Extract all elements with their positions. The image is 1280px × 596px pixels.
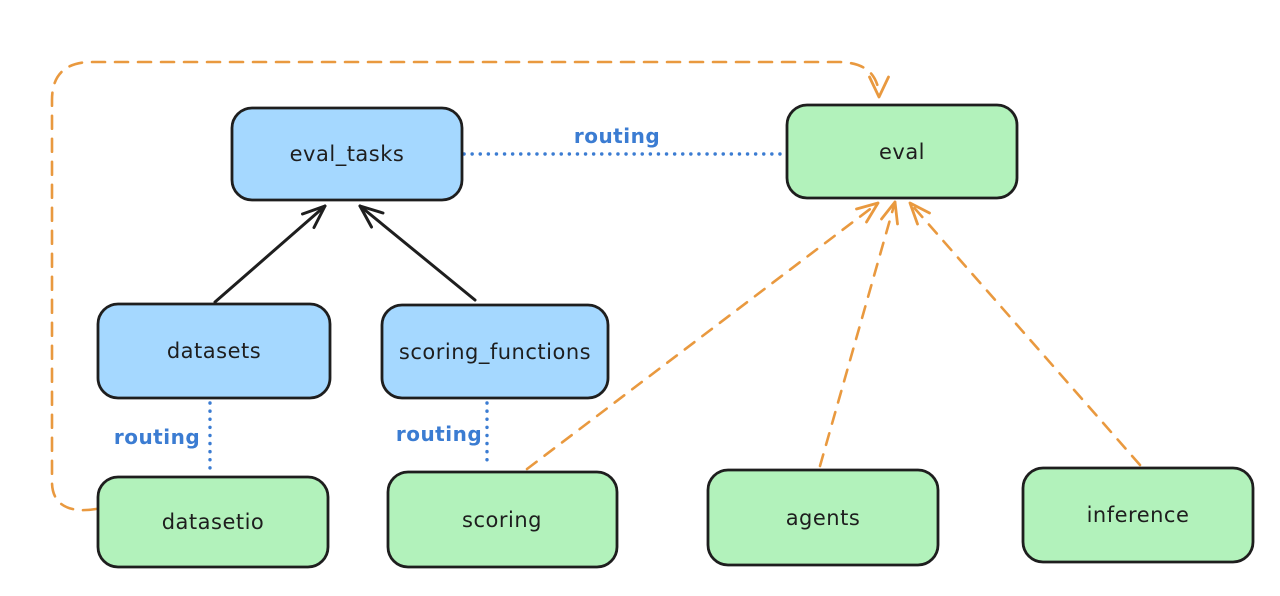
node-datasets: datasets (96, 302, 332, 400)
edge-datasets-to-eval-tasks-arrowhead (301, 204, 327, 229)
node-agents-box (706, 468, 940, 567)
node-datasetio-label: datasetio (162, 510, 265, 534)
node-eval-tasks-box (230, 106, 464, 202)
node-scoring-label: scoring (462, 508, 542, 532)
node-inference-label: inference (1087, 503, 1190, 527)
edge-scoring-to-eval (525, 201, 880, 471)
node-agents: agents (706, 468, 940, 567)
node-scoring: scoring (386, 470, 619, 569)
edge-scoring-functions-to-eval-tasks-line (358, 204, 477, 302)
edge-scoring-functions-to-eval-tasks-arrowhead (358, 204, 385, 229)
node-eval-tasks-label: eval_tasks (290, 142, 405, 167)
node-eval-box (785, 103, 1019, 200)
node-scoring-functions-box (380, 303, 610, 400)
node-scoring-box (386, 470, 619, 569)
node-eval: eval (785, 103, 1019, 200)
node-agents-label: agents (786, 506, 861, 530)
edge-agents-to-eval-line (818, 200, 897, 468)
node-eval-tasks: eval_tasks (230, 106, 464, 202)
edge-inference-to-eval (908, 201, 1142, 467)
edge-datasets-to-eval-tasks-line (213, 204, 327, 304)
edge-datasetio-to-eval (50, 60, 890, 512)
edge-datasetio-to-eval-arrowhead (868, 75, 890, 99)
edge-scoring-functions-to-eval-tasks (358, 204, 477, 302)
edge-scoring-to-eval-arrowhead (855, 201, 880, 224)
edge-agents-to-eval (818, 200, 899, 468)
edge-datasetio-to-eval-line (50, 60, 881, 512)
node-scoring-functions: scoring_functions (380, 303, 610, 400)
node-inference-box (1021, 466, 1255, 564)
edge-inference-to-eval-line (908, 201, 1142, 467)
edge-datasets-to-datasetio: routing (114, 401, 212, 475)
edge-label-routing-scoring-functions-scoring: routing (396, 422, 482, 446)
edge-inference-to-eval-arrowhead (908, 201, 931, 226)
node-inference: inference (1021, 466, 1255, 564)
edge-datasets-to-eval-tasks (213, 204, 327, 304)
node-datasetio: datasetio (96, 475, 330, 569)
node-datasetio-box (96, 475, 330, 569)
edge-scoring-to-eval-line (525, 201, 880, 471)
edge-label-routing-datasets-datasetio: routing (114, 425, 200, 449)
edge-agents-to-eval-arrowhead (880, 200, 899, 226)
edge-label-routing-eval-tasks-eval: routing (574, 124, 660, 148)
node-eval-label: eval (879, 140, 925, 164)
node-scoring-functions-label: scoring_functions (399, 340, 591, 365)
edge-scoring-functions-to-scoring: routing (396, 401, 489, 469)
node-datasets-label: datasets (167, 339, 261, 363)
node-datasets-box (96, 302, 332, 400)
edge-eval-tasks-to-eval: routing (462, 124, 787, 156)
